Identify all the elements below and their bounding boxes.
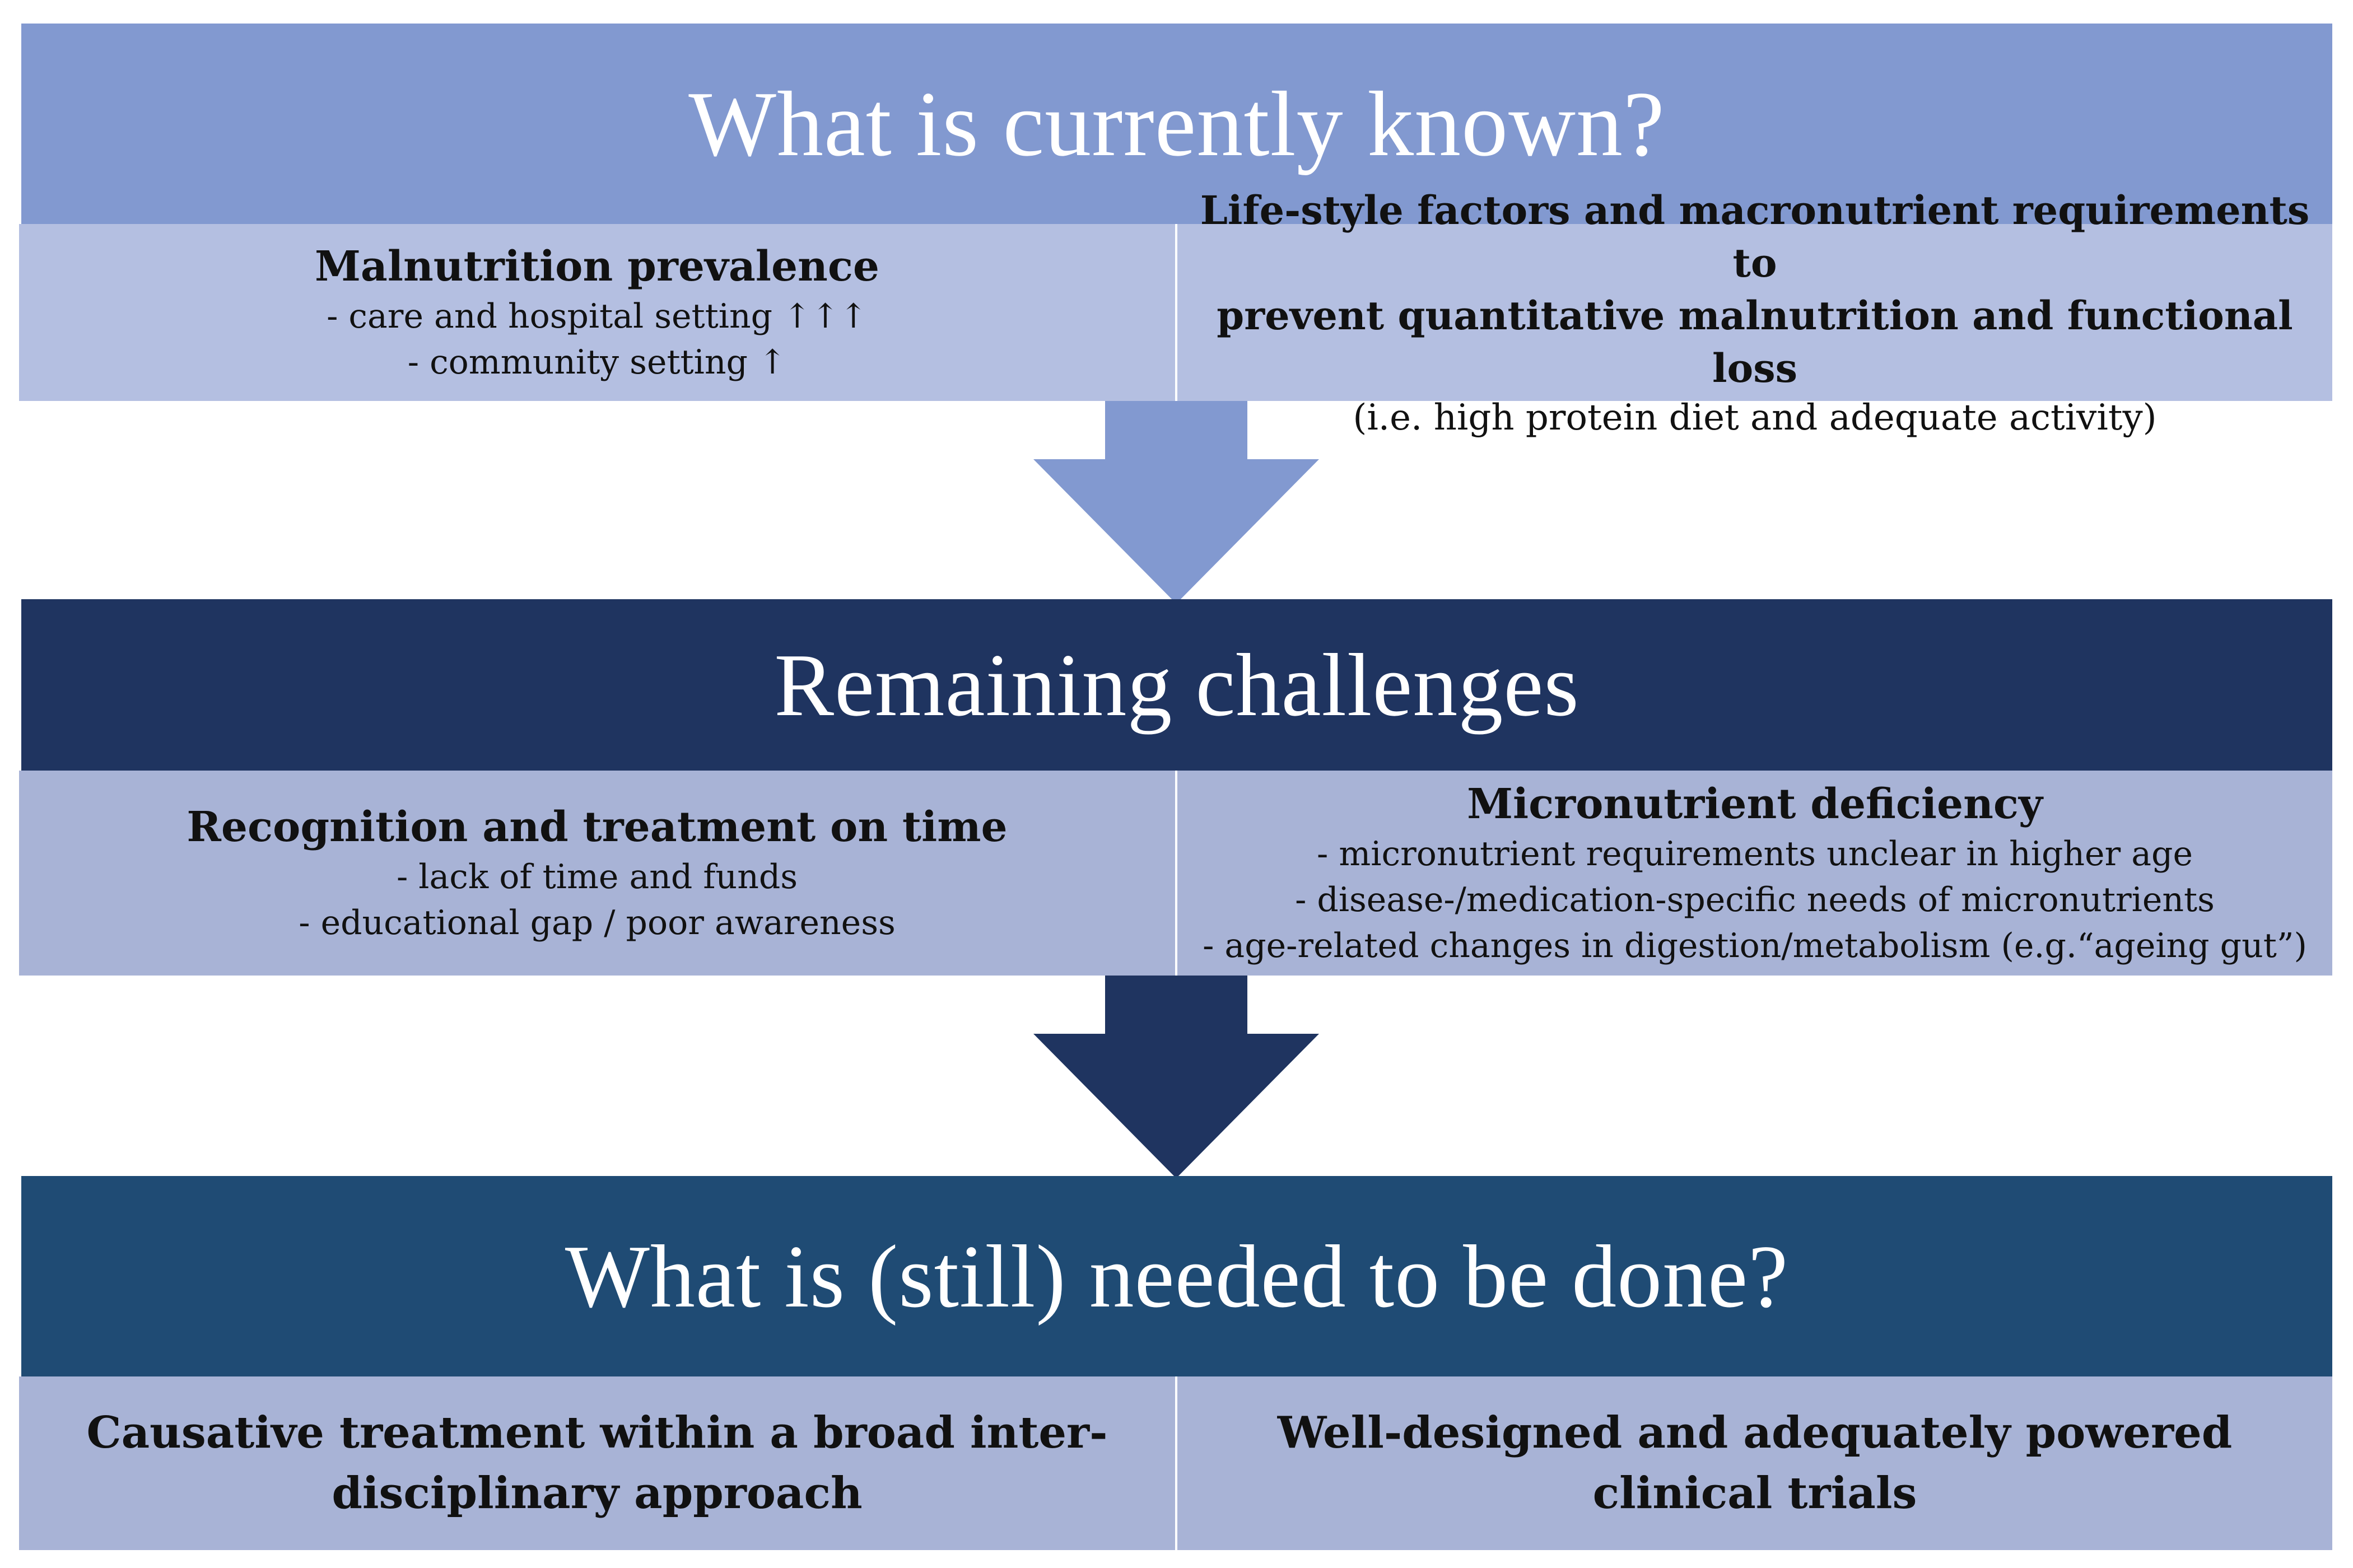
panel-title-line: Causative treatment within a broad inter… (86, 1407, 1108, 1458)
panel-title: Recognition and treatment on time (187, 803, 1008, 851)
panel-title-line: clinical trials (1592, 1468, 1917, 1519)
panel-title-line: disciplinary approach (332, 1468, 863, 1519)
down-arrow-1-shape (1033, 401, 1319, 604)
panel-micronutrient-deficiency: Micronutrient deficiency - micronutrient… (1177, 771, 2332, 976)
section-challenges-header: Remaining challenges (21, 599, 2332, 771)
panel-line: - educational gap / poor awareness (299, 903, 896, 942)
panel-line: - care and hospital setting ↑↑↑ (327, 297, 868, 336)
panel-line: - micronutrient requirements unclear in … (1317, 834, 2193, 874)
section-challenges-title: Remaining challenges (774, 634, 1579, 735)
section-needed-header: What is (still) needed to be done? (21, 1176, 2332, 1376)
panel-line: - community setting ↑ (407, 343, 787, 382)
down-arrow-1 (1033, 401, 1319, 604)
panel-line: (i.e. high protein diet and adequate act… (1353, 397, 2157, 438)
section-known-title: What is currently known? (688, 72, 1665, 175)
panel-title: Micronutrient deficiency (1467, 780, 2043, 828)
panel-title: Malnutrition prevalence (315, 242, 879, 291)
section-needed-title: What is (still) needed to be done? (565, 1226, 1789, 1326)
panel-recognition-treatment: Recognition and treatment on time - lack… (19, 771, 1175, 976)
panel-title-line: Life-style factors and macronutrient req… (1200, 187, 2310, 286)
panel-clinical-trials: Well-designed and adequately powered cli… (1177, 1376, 2332, 1550)
panel-line: - age-related changes in digestion/metab… (1203, 926, 2307, 965)
panel-title-line: Well-designed and adequately powered (1277, 1407, 2233, 1458)
panel-lifestyle-factors: Life-style factors and macronutrient req… (1177, 187, 2332, 438)
panel-title-line: prevent quantitative malnutrition and fu… (1217, 292, 2293, 391)
down-arrow-2 (1033, 976, 1319, 1178)
panel-malnutrition-prevalence: Malnutrition prevalence - care and hospi… (19, 224, 1175, 401)
section-known-header: What is currently known? (21, 24, 2332, 224)
panel-causative-treatment: Causative treatment within a broad inter… (19, 1376, 1175, 1550)
panel-line: - lack of time and funds (396, 857, 798, 897)
panel-line: - disease-/medication-specific needs of … (1295, 880, 2215, 920)
down-arrow-2-shape (1033, 976, 1319, 1178)
